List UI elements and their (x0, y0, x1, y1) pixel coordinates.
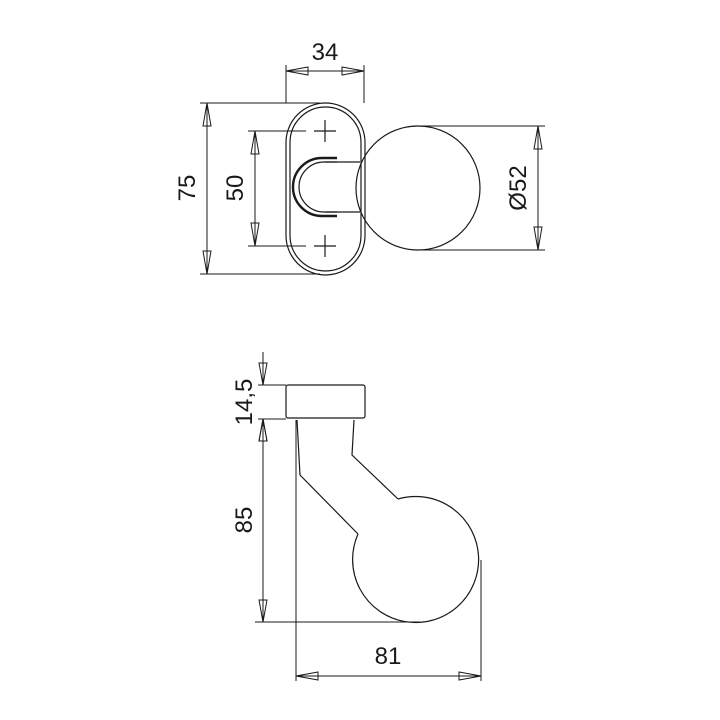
neck-collar (291, 156, 337, 218)
dim-85 (255, 418, 420, 623)
dim-d52 (418, 125, 545, 251)
stem-right-profile (351, 419, 399, 500)
dim-50-label: 50 (222, 175, 249, 202)
dim-14-5-label: 14,5 (231, 379, 258, 426)
neck-collar-inner (298, 161, 337, 213)
rose-plate-inner (289, 106, 362, 272)
dim-85-label: 85 (231, 507, 258, 534)
dim-14-5 (258, 352, 286, 442)
dim-81-label: 81 (375, 643, 402, 670)
dim-81 (295, 560, 482, 681)
dim-75-label: 75 (174, 175, 201, 202)
rose-cap (285, 384, 366, 419)
stem-left-profile (296, 419, 359, 535)
screw-top-icon (314, 120, 336, 142)
dim-34 (285, 65, 365, 103)
knob-ball (355, 125, 481, 251)
dim-75 (200, 102, 320, 275)
dim-34-label: 34 (312, 39, 339, 66)
screw-bottom-icon (314, 235, 336, 257)
rose-plate-outer (285, 102, 366, 276)
side-view (255, 352, 482, 681)
knob-ball-side (352, 495, 480, 624)
dim-50 (248, 130, 306, 247)
front-view (200, 65, 545, 276)
dim-d52-label: Ø52 (505, 165, 532, 210)
